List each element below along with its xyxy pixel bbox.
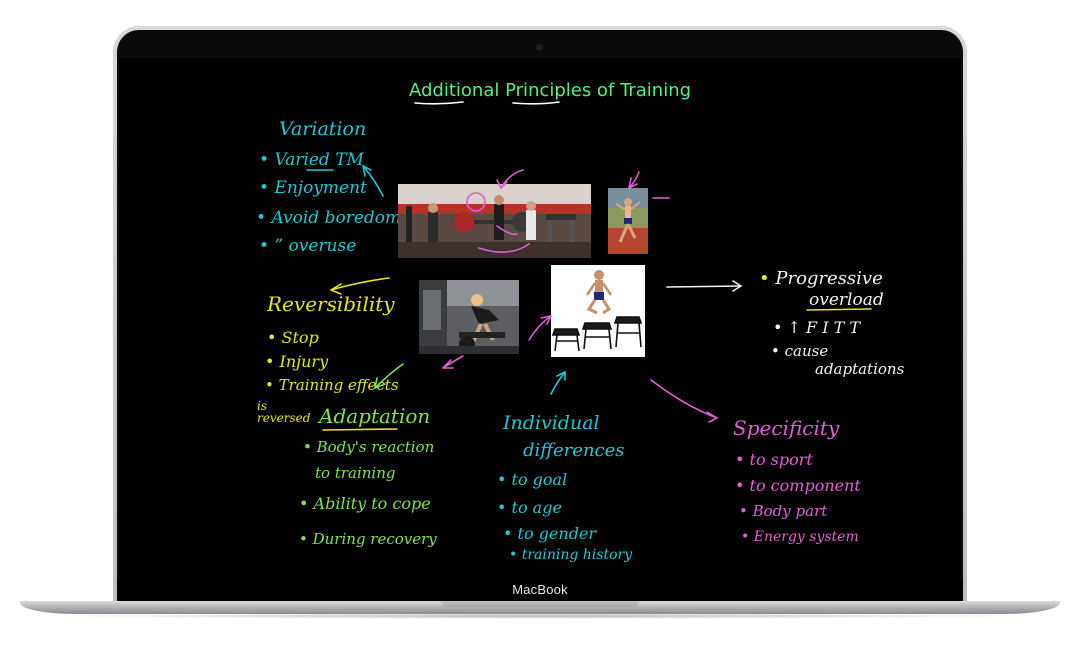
macbook-label: MacBook	[512, 582, 568, 597]
box-jump-photo	[551, 265, 645, 357]
reversibility-item: • Training effects	[265, 376, 399, 394]
laptop-opening-notch	[441, 601, 639, 607]
progressive-item: • cause	[771, 342, 829, 360]
specificity-item: • Body part	[739, 502, 828, 520]
individual-heading-line2: differences	[523, 440, 625, 461]
progressive-item: adaptations	[815, 360, 905, 378]
webcam-icon	[536, 44, 543, 51]
reversibility-item: • Injury	[265, 352, 329, 371]
adaptation-item: • Ability to cope	[299, 494, 431, 513]
progressive-heading-line2: overload	[809, 290, 884, 310]
athlete-jumping-photo	[608, 188, 648, 254]
variation-item: • Enjoyment	[259, 178, 367, 198]
specificity-heading: Specificity	[733, 416, 840, 440]
individual-item: • to gender	[503, 524, 597, 543]
adaptation-heading: Adaptation	[319, 404, 431, 428]
specificity-item: • to sport	[735, 450, 813, 469]
laptop-base	[20, 601, 1060, 614]
individual-item: • to age	[497, 498, 562, 517]
adaptation-item: • Body's reaction	[303, 438, 435, 456]
variation-item: • Varied TM	[259, 150, 364, 170]
specificity-item: • Energy system	[741, 529, 859, 545]
adaptation-item: to training	[315, 464, 396, 482]
variation-item: • Avoid boredom	[256, 208, 402, 228]
cyclist-indoor-bike-photo	[419, 280, 519, 354]
variation-heading: Variation	[279, 118, 367, 140]
individual-item: • to goal	[497, 470, 568, 489]
reversibility-heading: Reversibility	[267, 292, 395, 316]
individual-heading-line1: Individual	[503, 412, 600, 434]
laptop-screen: Additional Principles of Training Variat…	[119, 58, 961, 580]
progressive-bullet: • Progressive	[759, 268, 883, 289]
progressive-item: • ↑ F I T T	[773, 318, 861, 337]
gym-training-photo	[398, 184, 591, 258]
laptop-chin	[117, 580, 963, 602]
specificity-item: • to component	[735, 476, 861, 495]
variation-item: • ” overuse	[259, 236, 357, 256]
individual-item: • training history	[509, 547, 633, 563]
slide-title: Additional Principles of Training	[409, 80, 692, 101]
reversibility-item: • Stop	[267, 328, 319, 347]
adaptation-item: • During recovery	[299, 530, 437, 548]
laptop-shadow	[40, 613, 1040, 619]
reversibility-note: is reversed	[257, 399, 311, 425]
